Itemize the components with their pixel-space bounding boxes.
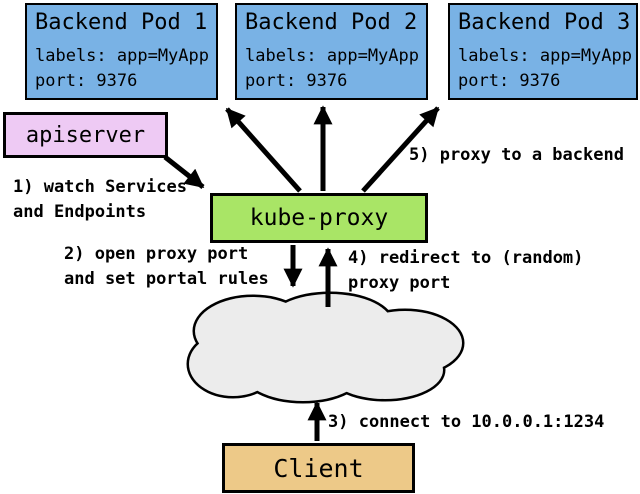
backend-pod-3-title: Backend Pod 3	[458, 10, 631, 35]
backend-pod-3-box: Backend Pod 3 labels: app=MyApp port: 93…	[448, 3, 638, 100]
backend-pod-2-labels: labels: app=MyApp	[245, 46, 419, 66]
backend-pod-2-port: port: 9376	[245, 71, 348, 91]
backend-pod-3-labels: labels: app=MyApp	[458, 46, 632, 66]
arrow-kube-proxy-to-pod1	[225, 107, 302, 193]
iptables-cloud-label: iptables	[275, 343, 353, 362]
apiserver-box: apiserver	[3, 112, 168, 158]
backend-pod-2-title: Backend Pod 2	[245, 10, 418, 35]
annotation-step2-open-proxy-port: 2) open proxy port and set portal rules	[64, 244, 269, 289]
backend-pod-1-labels: labels: app=MyApp	[35, 46, 209, 66]
annotation-step3-connect: 3) connect to 10.0.0.1:1234	[328, 412, 605, 432]
backend-pod-3-port: port: 9376	[458, 71, 561, 91]
kube-proxy-box: kube-proxy	[210, 193, 428, 243]
backend-pod-1-title: Backend Pod 1	[35, 10, 208, 35]
backend-pod-1-box: Backend Pod 1 labels: app=MyApp port: 93…	[25, 3, 218, 100]
annotation-step5-proxy-backend: 5) proxy to a backend	[409, 145, 624, 165]
client-box: Client	[222, 443, 415, 493]
backend-pod-1-port: port: 9376	[35, 71, 138, 91]
annotation-step4-redirect: 4) redirect to (random) proxy port	[348, 248, 584, 293]
annotation-step1-watch-services: 1) watch Services and Endpoints	[13, 177, 187, 222]
backend-pod-2-box: Backend Pod 2 labels: app=MyApp port: 93…	[235, 3, 428, 100]
